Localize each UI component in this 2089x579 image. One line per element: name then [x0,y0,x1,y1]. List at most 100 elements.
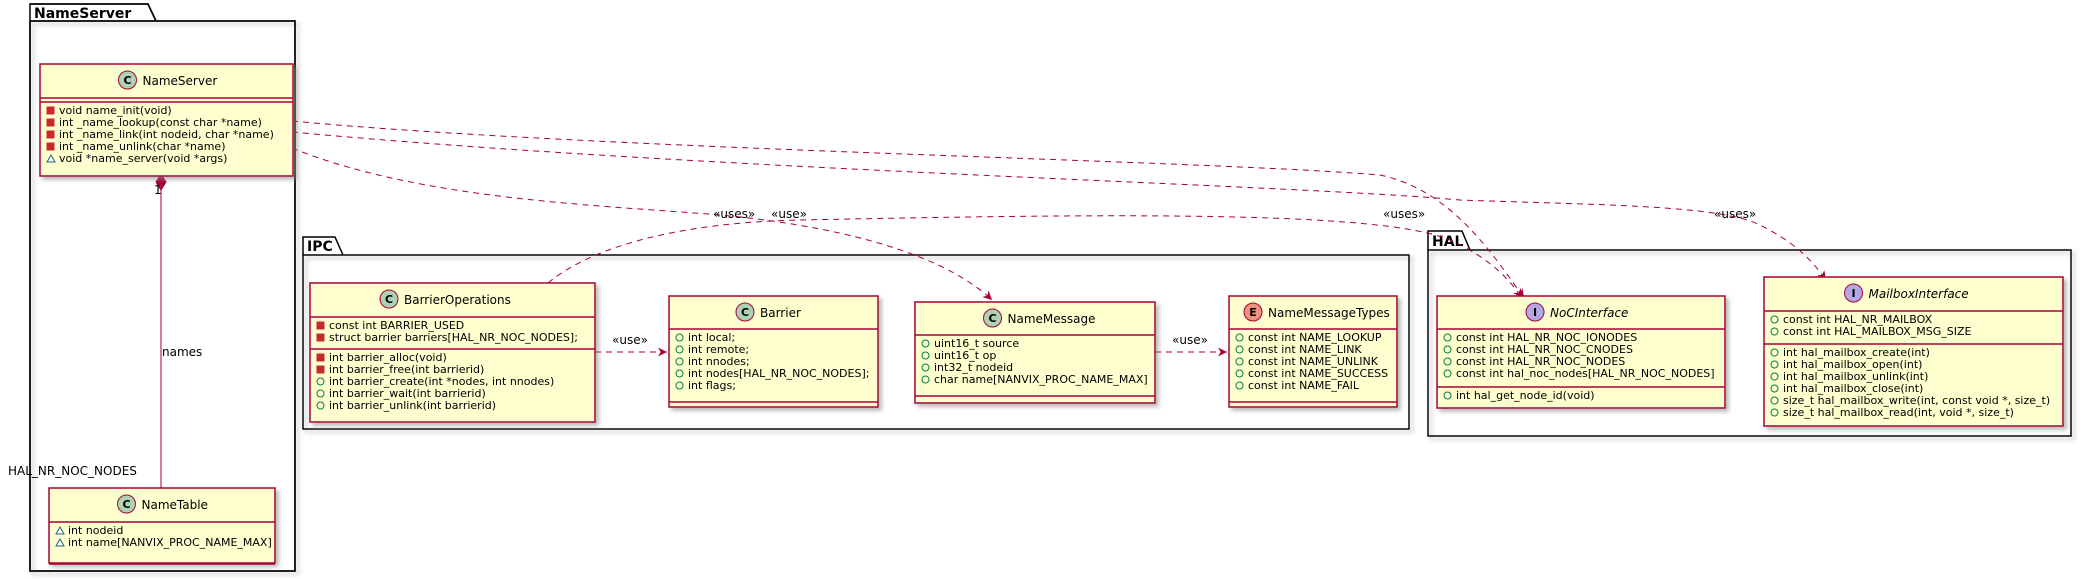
class-name: Barrier [760,306,801,320]
uses-namemessage-label: «uses» [713,207,755,221]
private-visibility-icon [46,106,55,115]
stereotype-i-icon [1844,283,1863,303]
uses-mailbox-label: «uses» [1714,207,1756,221]
public-visibility-icon [1443,345,1452,354]
class-name: NameMessageTypes [1268,306,1390,320]
class-member: const int HAL_NR_NOC_CNODES [1456,343,1633,356]
stereotype-c-icon [983,308,1002,328]
class-member: int nodes[HAL_NR_NOC_NODES]; [688,367,869,380]
class-member: int hal_mailbox_unlink(int) [1783,370,1928,383]
stereotype-c-icon [117,494,136,514]
class-member: int flags; [688,379,736,392]
public-visibility-icon [1235,345,1244,354]
class-name: MailboxInterface [1869,287,1969,301]
class-member: int barrier_free(int barrierid) [329,363,484,376]
public-visibility-icon [921,375,930,384]
class-member: int hal_mailbox_close(int) [1783,382,1923,395]
public-visibility-icon [675,333,684,342]
use-barrier-label: «use» [612,333,648,347]
multiplicity-one: 1 [154,183,162,197]
stereotype-letter: I [1851,287,1855,300]
uses-noc-label: «uses» [1383,207,1425,221]
public-visibility-icon [1770,384,1779,393]
stereotype-letter: C [123,74,131,87]
public-visibility-icon [1443,333,1452,342]
public-visibility-icon [1235,381,1244,390]
public-visibility-icon [675,369,684,378]
class-name: BarrierOperations [404,293,511,307]
package-ipc: IPC [302,236,1410,430]
class-barrier-operations[interactable]: C BarrierOperations const int BARRIER_USED… [309,282,596,423]
relations: names 1 HAL_NR_NOC_NODES «uses» «use» «u… [8,120,1827,488]
public-visibility-icon [675,357,684,366]
names-label: names [162,345,202,359]
public-visibility-icon [1770,315,1779,324]
public-visibility-icon [316,389,325,398]
uses-noc-from-nameserver-edge [291,120,1525,299]
uses-mailbox-edge [291,131,1827,281]
stereotype-letter: C [741,306,749,319]
package-visibility-icon [55,537,65,547]
public-visibility-icon [675,381,684,390]
class-member: int name[NANVIX_PROC_NAME_MAX] [68,536,272,549]
class-member: uint16_t op [934,349,996,362]
class-member: const int NAME_LINK [1248,343,1362,356]
class-member: int _name_lookup(const char *name) [59,116,262,129]
class-name: NameServer [143,74,218,88]
public-visibility-icon [1770,348,1779,357]
use-noc-from-barrierops-edge [547,215,1523,299]
public-visibility-icon [921,363,930,372]
stereotype-letter: I [1533,306,1537,319]
class-member: int hal_mailbox_create(int) [1783,346,1930,359]
private-visibility-icon [46,130,55,139]
class-name: NoCInterface [1550,306,1628,320]
class-member: const int HAL_MAILBOX_MSG_SIZE [1783,325,1972,338]
use-noc-label: «use» [771,207,807,221]
composition-diamond-icon [155,173,167,191]
stereotype-letter: E [1249,306,1257,319]
class-member: const int HAL_NR_NOC_NODES [1456,355,1625,368]
public-visibility-icon [1235,333,1244,342]
class-member: uint16_t source [934,337,1019,350]
multiplicity-table: HAL_NR_NOC_NODES [8,464,137,478]
stereotype-c-icon [379,289,399,309]
use-types-label: «use» [1172,333,1208,347]
stereotype-letter: C [385,293,393,306]
class-member: int hal_mailbox_open(int) [1783,358,1922,371]
public-visibility-icon [1443,369,1452,378]
public-visibility-icon [316,401,325,410]
public-visibility-icon [675,345,684,354]
private-visibility-icon [46,142,55,151]
class-member: struct barrier barriers[HAL_NR_NOC_NODES… [329,331,578,344]
public-visibility-icon [1770,396,1779,405]
public-visibility-icon [1235,369,1244,378]
package-visibility-icon [46,153,56,163]
stereotype-letter: C [122,498,130,511]
class-member: const int NAME_LOOKUP [1248,331,1382,344]
class-member: int nnodes; [688,355,750,368]
class-member: int local; [688,331,735,344]
uses-namemessage-edge [291,147,993,301]
class-member: char name[NANVIX_PROC_NAME_MAX] [934,373,1148,386]
public-visibility-icon [1770,360,1779,369]
class-member: size_t hal_mailbox_write(int, const void… [1783,394,2050,407]
stereotype-i-icon [1525,302,1545,322]
private-visibility-icon [316,365,325,374]
public-visibility-icon [1443,391,1452,400]
private-visibility-icon [316,353,325,362]
public-visibility-icon [1235,357,1244,366]
class-member: const int NAME_FAIL [1248,379,1360,392]
class-member: const int HAL_NR_NOC_IONODES [1456,331,1637,344]
class-member: const int BARRIER_USED [329,319,464,332]
class-member: size_t hal_mailbox_read(int, void *, siz… [1783,406,2014,419]
stereotype-c-icon [118,70,137,90]
public-visibility-icon [1770,372,1779,381]
class-no-cinterface[interactable]: I NoCInterface const int HAL_NR_NOC_IONODE… [1436,295,1726,409]
